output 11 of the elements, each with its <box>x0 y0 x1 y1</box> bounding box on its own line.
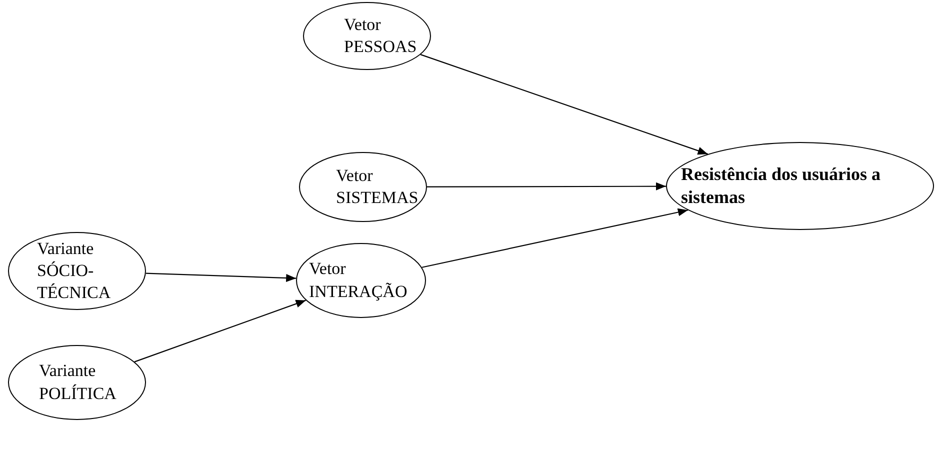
node-label: Vetor SISTEMAS <box>336 164 420 209</box>
arrow <box>134 300 306 362</box>
arrow <box>146 272 296 282</box>
arrow <box>427 182 666 190</box>
node-label: Vetor INTERAÇÃO <box>309 258 408 303</box>
node-label: Variante SÓCIO-TÉCNICA <box>37 238 112 304</box>
arrow <box>422 208 688 268</box>
node-label: Vetor PESSOAS <box>344 14 418 58</box>
arrow <box>420 54 708 155</box>
node-label: Resistência dos usuários a sistemas <box>681 162 882 209</box>
node-label: Variante POLÍTICA <box>39 360 118 404</box>
